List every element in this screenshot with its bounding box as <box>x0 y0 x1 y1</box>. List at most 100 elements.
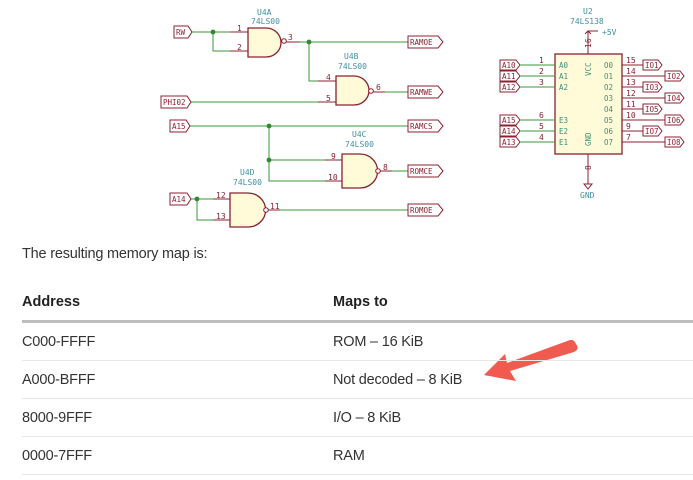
port-ramcs: RAMCS <box>407 119 444 133</box>
port-ramwe: RAMWE <box>407 85 444 99</box>
schematic-diagram: U4A 74LS00 1 2 3 U4B 74LS00 4 5 6 U4C 74… <box>160 7 685 228</box>
pin-number: 6 <box>376 83 381 92</box>
pin-name: O0 <box>604 61 614 70</box>
decoder-output-port <box>664 70 685 82</box>
decoder-output-port <box>642 81 663 93</box>
pin-name: E2 <box>559 127 568 136</box>
pin-number: 3 <box>288 33 293 42</box>
nand-gate-u4a: U4A 74LS00 1 2 3 <box>230 8 300 58</box>
port-label: PHI02 <box>163 98 186 107</box>
pin-name: O3 <box>604 94 613 103</box>
nand-gate-u4b: U4B 74LS00 4 5 6 <box>318 52 385 106</box>
port-label: A10 <box>502 61 516 70</box>
wires <box>190 29 408 221</box>
gate-part: 74LS00 <box>338 62 367 71</box>
decoder-part: 74LS138 <box>570 17 604 26</box>
decoder-input-port <box>499 70 521 82</box>
port-phi02: PHI02 <box>160 95 192 109</box>
port-rw: RW <box>173 25 193 39</box>
decoder-output-port <box>664 114 685 126</box>
gate-ref: U4D <box>240 168 255 177</box>
port-label: RAMCS <box>410 122 433 131</box>
pin-name: O4 <box>604 105 614 114</box>
port-label: IO3 <box>645 83 659 92</box>
port-label: RAMOE <box>410 38 433 47</box>
pin-name: O6 <box>604 127 614 136</box>
pin-number: 1 <box>237 24 242 33</box>
pin-name: O2 <box>604 83 613 92</box>
address-cell: 0000-7FFF <box>22 436 333 475</box>
pin-number: 12 <box>626 89 636 98</box>
pin-number: 14 <box>626 67 636 76</box>
decoder-output-port <box>664 92 685 104</box>
decoder-input-port <box>499 114 521 126</box>
pin-name: E3 <box>559 116 568 125</box>
pin-number: 2 <box>237 43 242 52</box>
pin-name: E1 <box>559 138 568 147</box>
pin-name: O1 <box>604 72 613 81</box>
pin-number: 6 <box>539 111 544 120</box>
gate-part: 74LS00 <box>345 140 374 149</box>
port-a14: A14 <box>169 192 192 206</box>
pin-number: 10 <box>328 173 338 182</box>
pin-number: 16 <box>584 38 593 48</box>
pin-number: 3 <box>539 78 544 87</box>
address-cell: A000-BFFF <box>22 360 333 399</box>
port-ramoe: RAMOE <box>407 35 444 49</box>
pin-number: 2 <box>539 67 544 76</box>
decoder-input-port <box>499 125 521 137</box>
port-label: A14 <box>172 195 186 204</box>
pin-number: 13 <box>216 212 226 221</box>
nand-gate-u4d: U4D 74LS00 12 13 11 <box>213 168 280 228</box>
port-label: ROMOE <box>410 206 433 215</box>
decoder-input-port <box>499 81 521 93</box>
maps-to-cell: RAM <box>333 436 693 475</box>
gate-ref: U4C <box>352 130 367 139</box>
decoder-output-port <box>642 103 663 115</box>
port-label: A15 <box>172 122 186 131</box>
pin-number: 13 <box>626 78 636 87</box>
gnd-label: GND <box>584 132 593 146</box>
decoder-u2: U2 74LS138 +5V 16 VCC GND 8 GND A101A0A1… <box>499 7 685 200</box>
port-label: IO8 <box>667 138 681 147</box>
pin-number: 4 <box>539 133 544 142</box>
address-cell: 8000-9FFF <box>22 398 333 437</box>
power-label: +5V <box>602 28 617 37</box>
port-label: A15 <box>502 116 516 125</box>
port-label: A14 <box>502 127 516 136</box>
pin-number: 11 <box>270 202 280 211</box>
port-label: RW <box>176 28 186 37</box>
pin-name: O7 <box>604 138 613 147</box>
table-row: A000-BFFF Not decoded – 8 KiB <box>22 360 693 399</box>
header-address: Address <box>22 284 333 323</box>
header-maps-to: Maps to <box>333 284 693 323</box>
gate-part: 74LS00 <box>233 178 262 187</box>
pin-number: 5 <box>539 122 544 131</box>
address-cell: C000-FFFF <box>22 321 333 361</box>
port-label: IO1 <box>645 61 659 70</box>
intro-text: The resulting memory map is: <box>22 246 208 262</box>
pin-name: O5 <box>604 116 613 125</box>
maps-to-cell: I/O – 8 KiB <box>333 398 693 437</box>
gate-ref: U4B <box>344 52 359 61</box>
nand-gate-u4c: U4C 74LS00 9 10 8 <box>325 130 392 189</box>
decoder-output-port <box>642 125 663 137</box>
port-romce: ROMCE <box>407 164 444 178</box>
pin-name: A0 <box>559 61 569 70</box>
table-row: C000-FFFF ROM – 16 KiB <box>22 321 693 361</box>
pin-number: 10 <box>626 111 636 120</box>
pin-name: A2 <box>559 83 568 92</box>
pin-number: 9 <box>626 122 631 131</box>
pin-name: A1 <box>559 72 568 81</box>
port-a15: A15 <box>169 119 191 133</box>
pin-number: 7 <box>626 133 631 142</box>
memory-map-table: Address Maps to C000-FFFF ROM – 16 KiB A… <box>22 284 693 475</box>
port-label: IO2 <box>667 72 681 81</box>
port-label: ROMCE <box>410 167 433 176</box>
pin-number: 5 <box>326 94 331 103</box>
vcc-label: VCC <box>584 62 593 76</box>
port-label: IO4 <box>667 94 681 103</box>
maps-to-cell: Not decoded – 8 KiB <box>333 360 693 399</box>
port-label: A12 <box>502 83 516 92</box>
ground-label: GND <box>580 191 595 200</box>
